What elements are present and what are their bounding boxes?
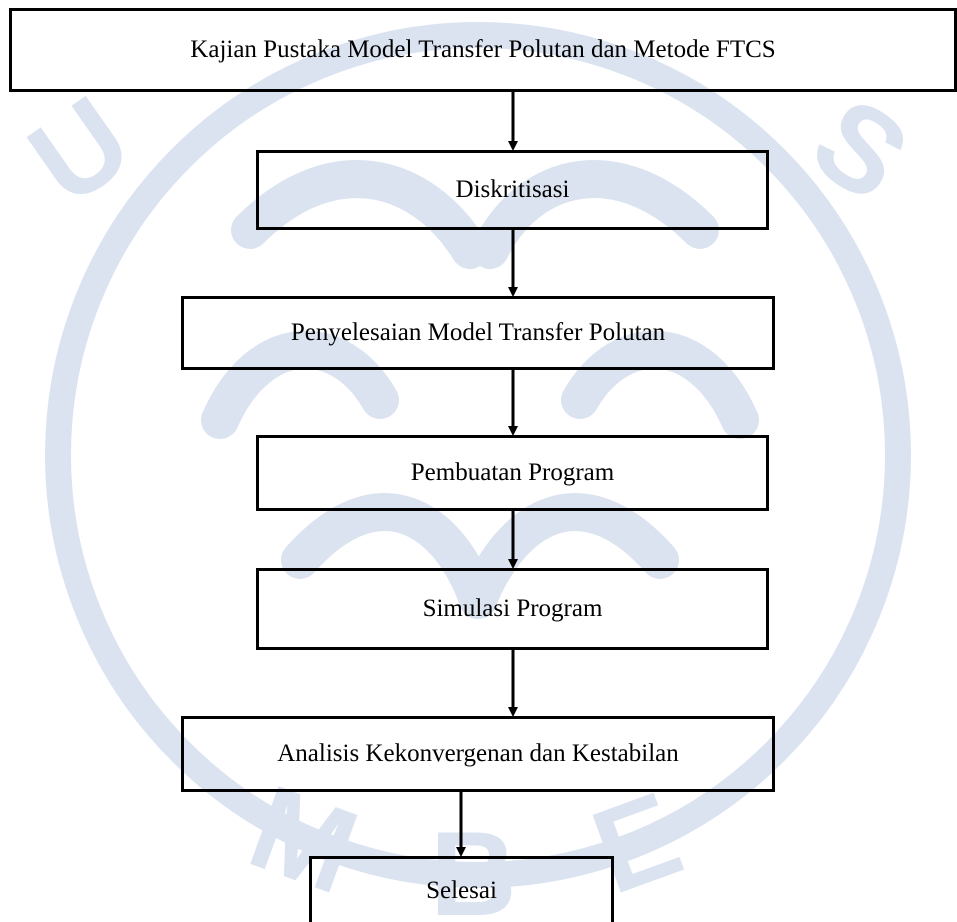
step-simulasi-program: Simulasi Program: [256, 568, 769, 650]
step-label: Pembuatan Program: [410, 459, 615, 486]
step-kajian-pustaka: Kajian Pustaka Model Transfer Polutan da…: [9, 8, 957, 92]
step-label: Kajian Pustaka Model Transfer Polutan da…: [190, 36, 776, 63]
step-analisis: Analisis Kekonvergenan dan Kestabilan: [181, 716, 775, 792]
step-diskritisasi: Diskritisasi: [256, 150, 769, 230]
svg-text:B: B: [430, 807, 517, 922]
step-label: Analisis Kekonvergenan dan Kestabilan: [277, 740, 679, 767]
step-label: Diskritisasi: [455, 176, 570, 203]
step-label: Selesai: [426, 876, 497, 904]
step-label: Simulasi Program: [422, 595, 603, 622]
step-selesai: Selesai: [309, 856, 614, 922]
step-label: Penyelesaian Model Transfer Polutan: [290, 319, 666, 346]
step-penyelesaian: Penyelesaian Model Transfer Polutan: [181, 296, 775, 370]
step-pembuatan-program: Pembuatan Program: [256, 435, 769, 511]
